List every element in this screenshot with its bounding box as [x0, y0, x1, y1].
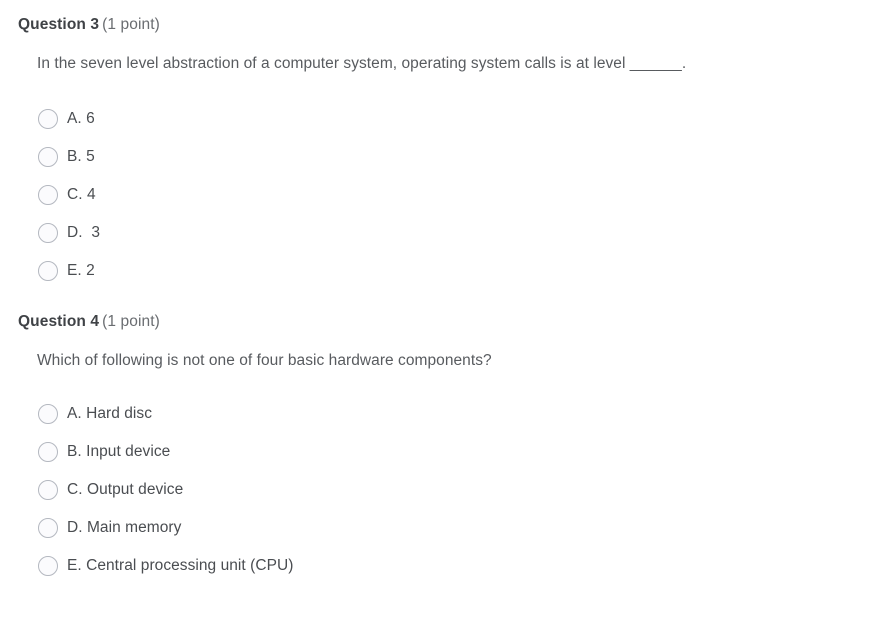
question-block-3: Question 3(1 point) In the seven level a… — [0, 0, 892, 290]
question-4-options: A. Hard disc B. Input device C. Output d… — [0, 395, 892, 585]
radio-button-icon[interactable] — [38, 480, 58, 500]
radio-button-icon[interactable] — [38, 185, 58, 205]
question-3-header: Question 3(1 point) — [18, 14, 892, 36]
question-4-text: Which of following is not one of four ba… — [37, 352, 492, 369]
option-row-3-d[interactable]: D. 3 — [0, 214, 892, 252]
option-label-3-a: A. 6 — [67, 110, 95, 127]
option-row-3-e[interactable]: E. 2 — [0, 252, 892, 290]
option-row-4-b[interactable]: B. Input device — [0, 433, 892, 471]
option-label-4-b: B. Input device — [67, 443, 171, 460]
option-label-4-a: A. Hard disc — [67, 405, 153, 422]
question-4-header: Question 4(1 point) — [18, 311, 892, 333]
question-3-label: Question 3 — [18, 16, 100, 33]
radio-button-icon[interactable] — [38, 556, 58, 576]
radio-button-icon[interactable] — [38, 147, 58, 167]
option-label-4-d: D. Main memory — [67, 519, 182, 536]
option-row-4-c[interactable]: C. Output device — [0, 471, 892, 509]
question-3-points: (1 point) — [102, 16, 160, 33]
option-row-3-c[interactable]: C. 4 — [0, 176, 892, 214]
option-label-3-e: E. 2 — [67, 262, 95, 279]
question-4-points: (1 point) — [102, 313, 160, 330]
question-3-text: In the seven level abstraction of a comp… — [37, 55, 687, 72]
radio-button-icon[interactable] — [38, 442, 58, 462]
quiz-container: Question 3(1 point) In the seven level a… — [0, 0, 892, 585]
option-label-4-c: C. Output device — [67, 481, 184, 498]
radio-button-icon[interactable] — [38, 223, 58, 243]
option-row-4-a[interactable]: A. Hard disc — [0, 395, 892, 433]
option-label-4-e: E. Central processing unit (CPU) — [67, 557, 294, 574]
option-row-3-a[interactable]: A. 6 — [0, 100, 892, 138]
radio-button-icon[interactable] — [38, 404, 58, 424]
option-row-4-d[interactable]: D. Main memory — [0, 509, 892, 547]
option-label-3-b: B. 5 — [67, 148, 95, 165]
option-row-3-b[interactable]: B. 5 — [0, 138, 892, 176]
radio-button-icon[interactable] — [38, 518, 58, 538]
question-3-options: A. 6 B. 5 C. 4 D. 3 E. 2 — [0, 100, 892, 290]
option-row-4-e[interactable]: E. Central processing unit (CPU) — [0, 547, 892, 585]
question-4-label: Question 4 — [18, 313, 100, 330]
question-block-4: Question 4(1 point) Which of following i… — [0, 290, 892, 585]
radio-button-icon[interactable] — [38, 109, 58, 129]
option-label-3-d: D. 3 — [67, 224, 100, 241]
option-label-3-c: C. 4 — [67, 186, 96, 203]
radio-button-icon[interactable] — [38, 261, 58, 281]
